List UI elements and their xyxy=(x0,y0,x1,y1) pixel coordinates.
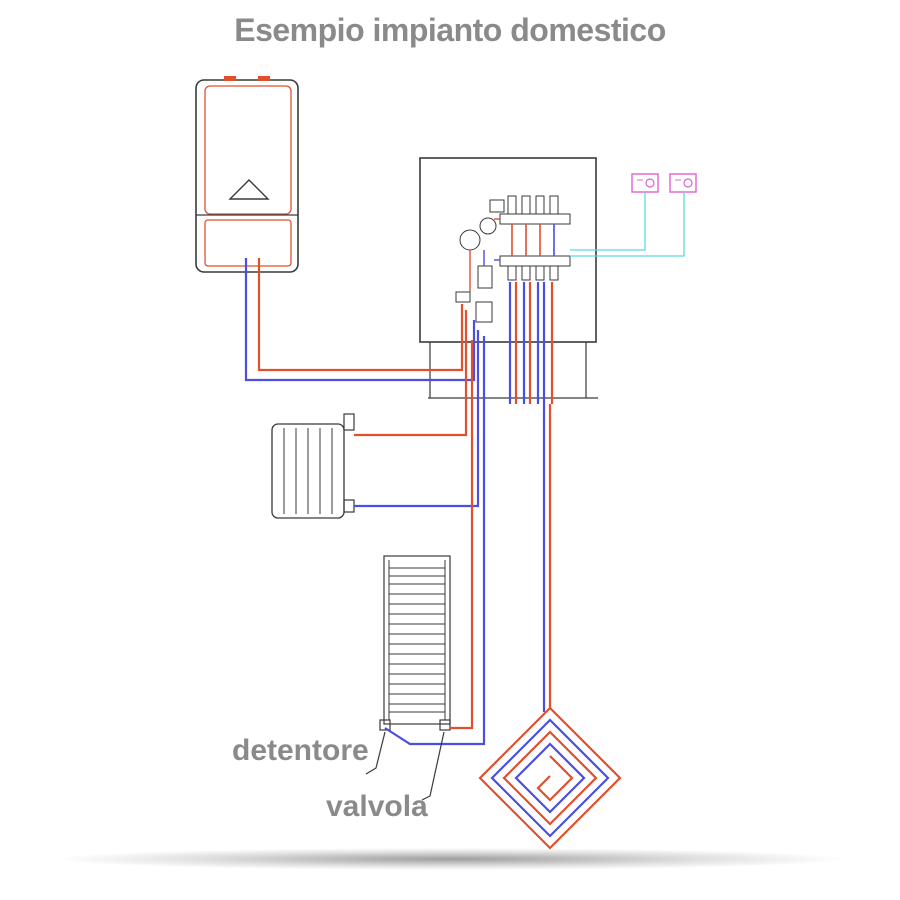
thermostat-2 xyxy=(669,173,697,193)
floor-heating-feeds xyxy=(508,282,554,712)
callout-leaders xyxy=(365,731,445,801)
control-wiring xyxy=(570,192,685,257)
boiler-flame-icon xyxy=(228,179,270,200)
valvola-label: valvola xyxy=(326,790,428,823)
radiator xyxy=(271,413,355,519)
boiler xyxy=(195,76,299,273)
diagram-title: Esempio impianto domestico xyxy=(234,12,666,48)
radiator-valve-icon xyxy=(343,413,355,431)
towel-radiator-pipes xyxy=(384,336,486,746)
floor-heating-loop xyxy=(478,706,622,850)
valvola-icon xyxy=(439,719,451,731)
boiler-pipes xyxy=(244,258,476,382)
detentore-icon xyxy=(379,719,391,731)
radiator-lockshield-icon xyxy=(343,499,355,513)
radiator-pipes xyxy=(354,310,480,508)
floor-shadow xyxy=(60,848,840,870)
towel-radiator xyxy=(379,555,451,731)
room-thermostats xyxy=(631,173,697,193)
detentore-label: detentore xyxy=(232,734,369,767)
